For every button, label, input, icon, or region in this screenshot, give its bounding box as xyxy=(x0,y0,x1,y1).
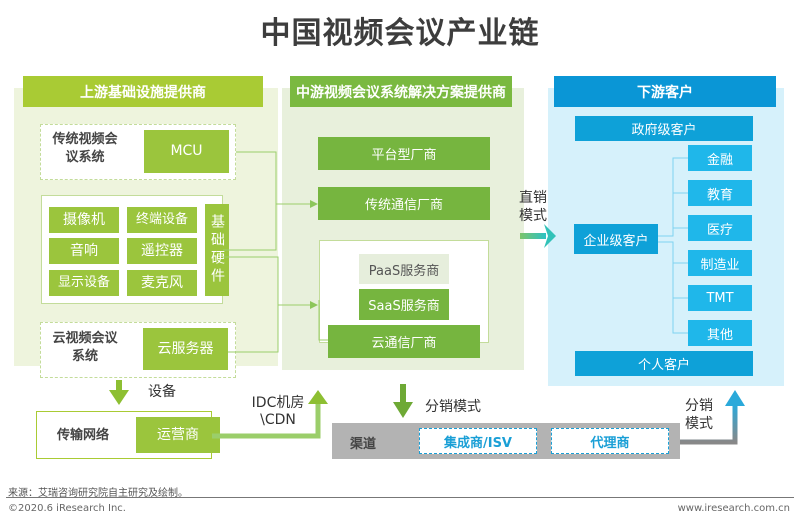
industry-box: 制造业 xyxy=(688,250,752,276)
paas-box: PaaS服务商 xyxy=(359,254,449,284)
enterprise-customer-box: 企业级客户 xyxy=(574,224,658,254)
source-note: 来源：艾瑞咨询研究院自主研究及绘制。 xyxy=(8,488,188,499)
operator-box: 运营商 xyxy=(136,417,220,453)
midstream-header: 中游视频会议系统解决方案提供商 xyxy=(290,76,512,107)
channel-label: 渠道 xyxy=(350,437,377,452)
equipment-down-arrow xyxy=(109,380,129,405)
upstream-header: 上游基础设施提供商 xyxy=(23,76,263,107)
idc-cdn-label: IDC机房\CDN xyxy=(251,395,305,428)
traditional-system-label: 传统视频会议系统 xyxy=(52,132,118,165)
platform-vendor-box: 平台型厂商 xyxy=(318,137,490,170)
industry-box: 其他 xyxy=(688,320,752,346)
industry-box: 医疗 xyxy=(688,215,752,241)
hardware-item: 遥控器 xyxy=(127,238,197,264)
direct-sales-label: 直销模式 xyxy=(519,190,547,224)
telecom-vendor-box: 传统通信厂商 xyxy=(318,187,490,220)
agent-box: 代理商 xyxy=(551,428,669,454)
cloud-system-label: 云视频会议系统 xyxy=(52,331,118,364)
industry-box: 金融 xyxy=(688,145,752,171)
copyright: ©2020.6 iResearch Inc. xyxy=(8,503,126,514)
hardware-item: 音响 xyxy=(49,238,119,264)
mcu-box: MCU xyxy=(144,130,229,173)
distribution-mode-label-right: 分销模式 xyxy=(685,398,713,432)
integrator-box: 集成商/ISV xyxy=(419,428,537,454)
cloud-server-box: 云服务器 xyxy=(143,328,228,370)
transmission-network-label: 传输网络 xyxy=(56,428,109,443)
distribution-mode-label: 分销模式 xyxy=(425,399,481,415)
footer-divider xyxy=(6,497,794,498)
website-link[interactable]: www.iresearch.com.cn xyxy=(677,503,790,514)
hardware-item: 终端设备 xyxy=(127,207,197,233)
hardware-item: 显示设备 xyxy=(49,270,119,296)
page-title: 中国视频会议产业链 xyxy=(260,16,540,51)
government-customer-box: 政府级客户 xyxy=(575,116,753,141)
basic-hardware-label: 基础硬件 xyxy=(205,204,229,296)
equipment-label: 设备 xyxy=(148,384,176,400)
downstream-header: 下游客户 xyxy=(554,76,776,107)
hardware-item: 麦克风 xyxy=(127,270,197,296)
saas-box: SaaS服务商 xyxy=(359,289,449,320)
distribution-down-arrow xyxy=(393,384,413,418)
hardware-item: 摄像机 xyxy=(49,207,119,233)
individual-customer-box: 个人客户 xyxy=(575,351,753,376)
cloud-comm-vendor-box: 云通信厂商 xyxy=(328,325,480,358)
industry-box: TMT xyxy=(688,285,752,311)
industry-box: 教育 xyxy=(688,180,752,206)
